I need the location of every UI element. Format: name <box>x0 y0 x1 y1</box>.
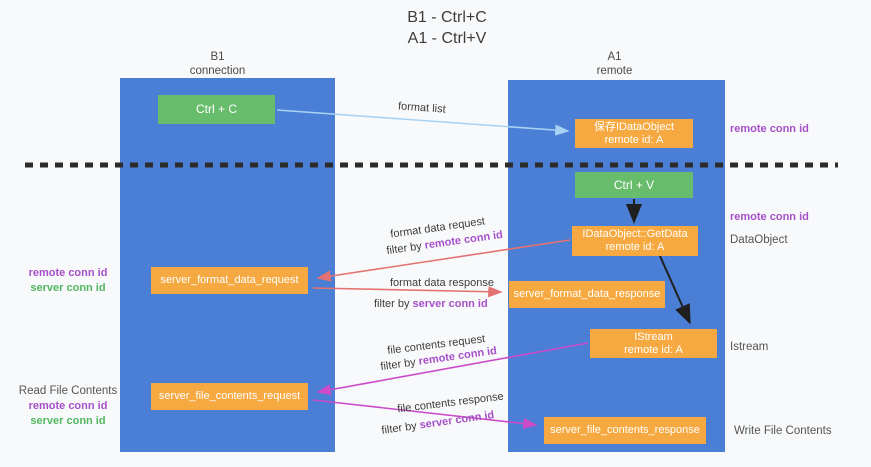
server-conn-id-text-2: server conn id <box>412 298 488 310</box>
getdata-line1: IDataObject::GetData <box>582 228 688 240</box>
istream-line2: remote id: A <box>624 343 683 356</box>
read-file-contents-label: Read File Contents <box>18 385 118 397</box>
ctrl-c-box: Ctrl + C <box>158 95 275 124</box>
write-file-contents-label: Write File Contents <box>734 425 832 437</box>
istream-line1: IStream <box>634 330 673 343</box>
remote-conn-id-right-top: remote conn id <box>730 123 809 135</box>
column-b1-name: B1 <box>210 51 225 63</box>
left-conn-id-group-top: remote conn id server conn id <box>18 266 118 296</box>
title-line-2: A1 - Ctrl+V <box>407 30 487 47</box>
save-idataobject-box: 保存IDataObject remote id: A <box>575 119 693 148</box>
format-data-response-label: format data response <box>390 277 494 289</box>
server-conn-id-left-top: server conn id <box>30 282 106 294</box>
format-data-response-filter-label: filter by server conn id <box>374 298 488 310</box>
server-file-contents-response-label: server_file_contents_response <box>550 424 700 436</box>
diagram-title: B1 - Ctrl+C A1 - Ctrl+V <box>327 7 567 49</box>
remote-conn-id-left-top: remote conn id <box>28 267 108 279</box>
column-header-a1: A1 remote <box>507 50 722 78</box>
istream-side-label: Istream <box>730 341 769 353</box>
format-list-label: format list <box>397 100 447 116</box>
server-format-data-request-box: server_format_data_request <box>151 267 308 294</box>
server-format-data-request-label: server_format_data_request <box>160 274 299 286</box>
column-header-b1: B1 connection <box>110 50 325 78</box>
idataobject-getdata-box: IDataObject::GetData remote id: A <box>572 226 698 256</box>
ctrl-v-box: Ctrl + V <box>575 172 693 198</box>
save-idataobject-line2: remote id: A <box>604 133 664 146</box>
server-file-contents-response-box: server_file_contents_response <box>544 417 706 444</box>
save-idataobject-line1: 保存IDataObject <box>593 120 675 133</box>
server-format-data-response-label: server_format_data_response <box>513 288 661 300</box>
ctrl-c-label: Ctrl + C <box>195 102 237 116</box>
dataobject-label: DataObject <box>730 234 788 246</box>
filter-by-text-3: filter by <box>379 355 420 374</box>
server-conn-id-left-bottom: server conn id <box>30 415 106 427</box>
filter-by-text-1: filter by <box>385 239 426 258</box>
column-a1-name: A1 <box>607 51 622 63</box>
server-format-data-response-box: server_format_data_response <box>509 281 665 308</box>
istream-box: IStream remote id: A <box>590 329 717 358</box>
column-b1-subtitle: connection <box>189 65 246 77</box>
column-a1-subtitle: remote <box>596 65 633 77</box>
server-conn-id-text-4: server conn id <box>418 409 496 432</box>
server-file-contents-request-label: server_file_contents_request <box>158 390 301 402</box>
getdata-line2: remote id: A <box>605 241 665 253</box>
ctrl-v-label: Ctrl + V <box>613 177 655 192</box>
server-file-contents-request-box: server_file_contents_request <box>151 383 308 410</box>
remote-conn-id-right-mid: remote conn id <box>730 211 809 223</box>
title-line-1: B1 - Ctrl+C <box>407 9 487 26</box>
remote-conn-id-left-bottom: remote conn id <box>28 400 108 412</box>
filter-by-text-4: filter by <box>380 419 421 437</box>
left-conn-id-group-bottom: Read File Contents remote conn id server… <box>12 384 124 429</box>
filter-by-text-2: filter by <box>374 298 413 310</box>
